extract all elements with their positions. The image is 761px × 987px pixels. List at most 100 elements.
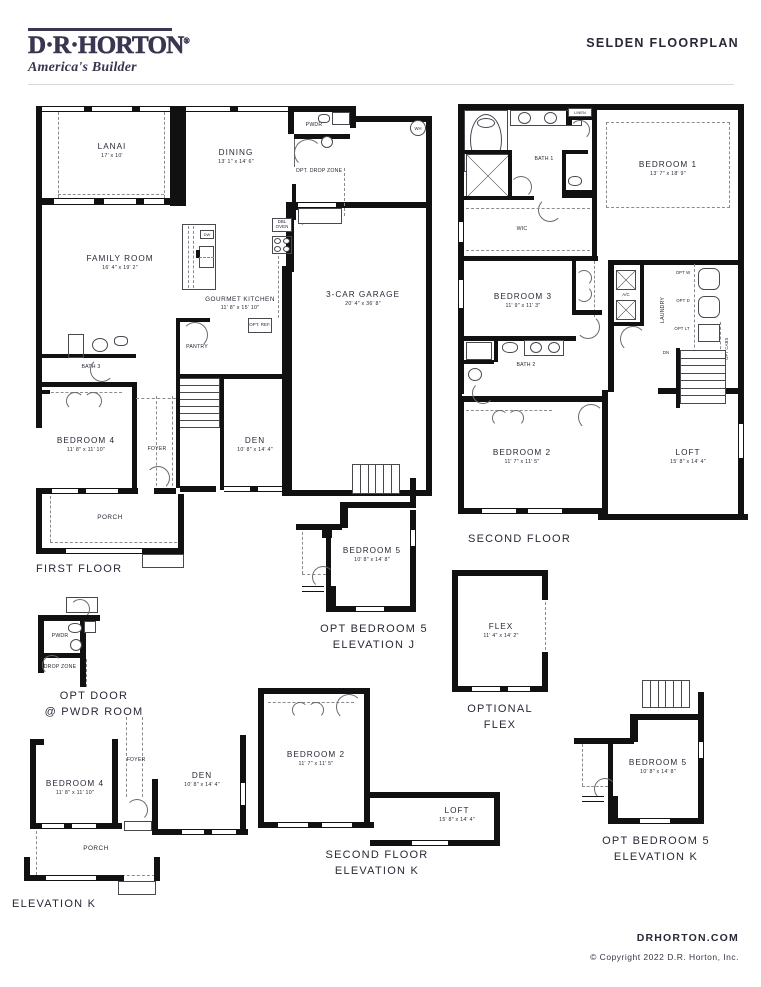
wall: [164, 198, 186, 205]
wall: [568, 117, 592, 120]
wall: [364, 688, 370, 828]
room-label-opt-drop-zone: OPT. DROP ZONE: [294, 168, 344, 175]
water-heater-marker: WH: [410, 120, 426, 136]
wall: [36, 354, 136, 358]
tub-fixture: [68, 334, 84, 358]
window: [698, 742, 704, 758]
closet-door: [308, 702, 324, 718]
wall: [38, 615, 44, 673]
wall: [336, 202, 342, 208]
room-label-pwdr: PWDR: [42, 633, 78, 640]
room-label-laundry: LAUNDRY: [660, 280, 667, 340]
lanai-ceiling-line: [58, 194, 164, 195]
room-dimensions: 10' 8" x 14' 4": [184, 782, 220, 789]
door-swing: [336, 694, 362, 720]
room-name: PWDR: [305, 122, 323, 128]
room-name: BEDROOM 2: [492, 448, 552, 457]
wall: [258, 688, 370, 694]
wall: [608, 742, 613, 798]
porch-line: [50, 496, 51, 542]
wall: [176, 374, 286, 379]
room-label-wic: WIC: [502, 226, 542, 233]
door-swing: [294, 139, 322, 167]
room-name: BEDROOM 5: [628, 758, 688, 767]
wall: [64, 823, 72, 829]
wall: [250, 486, 258, 492]
porch-line: [50, 542, 182, 543]
wall: [36, 128, 42, 428]
room-name: DROP ZONE: [43, 664, 77, 670]
wall: [326, 586, 336, 612]
faucet: [196, 250, 200, 258]
window: [212, 829, 236, 835]
wall: [458, 336, 576, 341]
window: [42, 106, 84, 112]
wall: [344, 502, 416, 508]
closet-line: [594, 261, 595, 317]
title-line1: SECOND FLOOR: [325, 849, 429, 861]
wall: [176, 378, 180, 488]
logo-rule: [28, 28, 172, 31]
wall: [30, 739, 44, 745]
wall: [410, 478, 416, 508]
room-label-bath2: BATH 2: [502, 362, 550, 369]
wall: [176, 318, 180, 378]
window: [458, 280, 464, 308]
window: [412, 840, 448, 846]
washer-fixture: [698, 268, 720, 290]
wall: [36, 494, 42, 554]
window: [238, 106, 288, 112]
window: [86, 488, 118, 494]
burner: [274, 238, 281, 244]
wall: [592, 110, 597, 260]
burner: [283, 238, 290, 244]
toilet-fixture: [68, 623, 82, 633]
title-line2: @ PWDR ROOM: [44, 705, 144, 718]
room-label-bath1: BATH 1: [520, 156, 568, 163]
plan-optional-flex: FLEX 11' 4" x 14' 2" OPTIONAL FLEX: [452, 570, 582, 731]
foyer-line: [142, 717, 143, 797]
wall: [96, 875, 124, 881]
tray-ceiling: [606, 122, 730, 208]
room-name: BATH 1: [534, 156, 554, 162]
wall: [562, 150, 566, 198]
window: [140, 106, 170, 112]
room-name: BEDROOM 1: [638, 160, 698, 169]
wall: [598, 514, 748, 520]
shelf-line: [466, 250, 590, 251]
wall: [282, 266, 292, 496]
wall: [154, 857, 160, 881]
room-label-bedroom5: BEDROOM 5 10' 8" x 14' 8": [618, 758, 698, 776]
sink-fixture: [70, 639, 82, 651]
wall: [562, 190, 592, 198]
window: [356, 606, 384, 612]
door-swing: [594, 778, 616, 800]
window: [240, 783, 246, 805]
wall: [176, 318, 210, 322]
sink-fixture: [530, 342, 542, 353]
wall: [36, 382, 136, 387]
door-swing: [570, 120, 590, 140]
room-dimensions: 11' 8" x 15' 10": [220, 305, 260, 311]
wall: [118, 488, 138, 494]
plan-second-floor: LINEN BATH 1 WIC BEDROOM 1 13' 7" x 18' …: [458, 104, 748, 564]
room-name: PORCH: [97, 514, 123, 521]
room-label-bedroom3: BEDROOM 3 11' 9" x 11' 3": [476, 292, 570, 310]
closet-door: [508, 410, 524, 426]
room-label-bedroom2: BEDROOM 2 11' 7" x 11' 5": [472, 448, 572, 466]
title-line2: FLEX: [483, 718, 517, 731]
room-label-bedroom5: BEDROOM 5 10' 8" x 14' 8": [334, 546, 410, 564]
wall: [426, 116, 432, 496]
title-line1: OPTIONAL: [467, 703, 533, 715]
label: DN: [662, 350, 670, 355]
room-dimensions: 20' 4" x 36' 8": [345, 301, 381, 308]
window: [528, 508, 562, 514]
dishwasher-label: DW: [200, 230, 214, 239]
room-name: FOYER: [126, 757, 146, 763]
wall: [36, 198, 54, 205]
label-opt-w: OPT W: [672, 270, 694, 275]
door-swing: [312, 566, 334, 588]
wall: [204, 829, 212, 835]
plan-title-elevation-k: ELEVATION K: [12, 898, 97, 910]
window: [42, 823, 64, 829]
